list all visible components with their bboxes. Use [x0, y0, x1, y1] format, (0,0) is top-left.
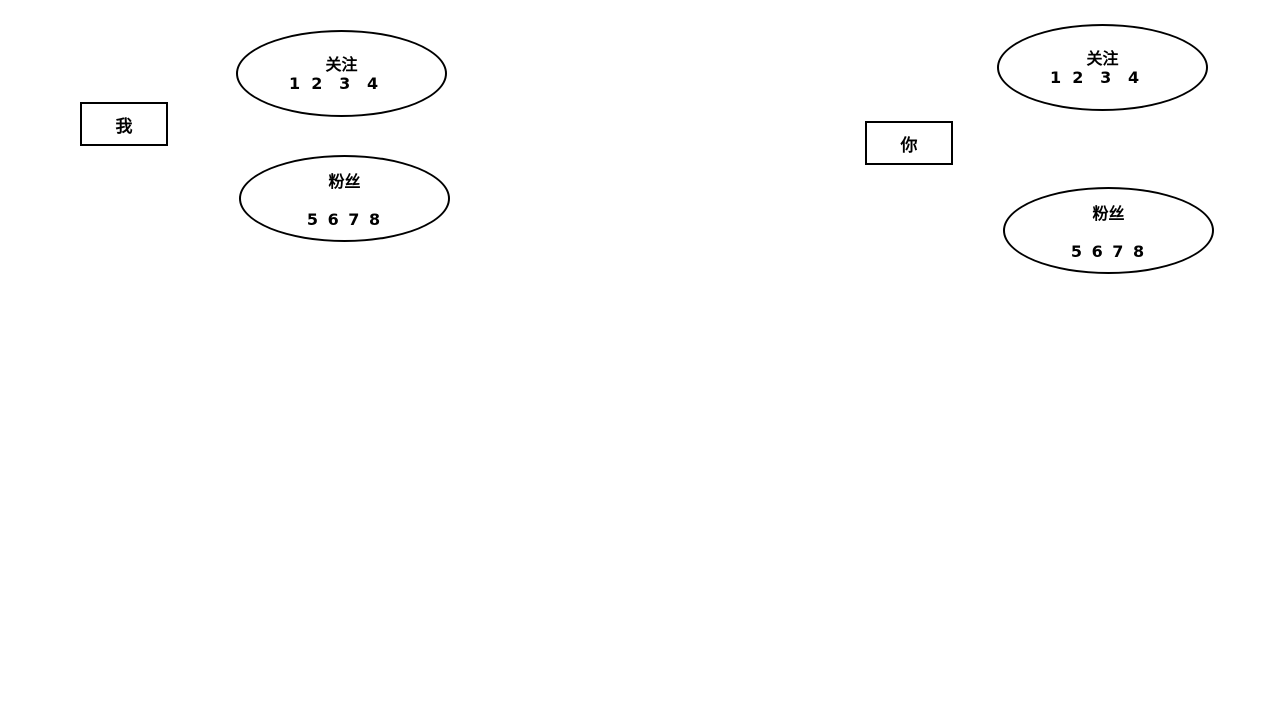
you-fans-numbers: 5 6 7 8 — [1070, 242, 1147, 261]
you-label: 你 — [900, 135, 918, 156]
me-following-ellipse: 关注 1 2 3 4 — [236, 30, 447, 117]
me-node: 我 — [80, 102, 168, 146]
me-following-title: 关注 — [325, 55, 358, 74]
you-following-numbers: 1 2 3 4 — [1050, 68, 1140, 87]
me-following-numbers: 1 2 3 4 — [289, 74, 379, 93]
me-label: 我 — [115, 116, 133, 137]
you-following-ellipse: 关注 1 2 3 4 — [997, 24, 1208, 111]
me-fans-numbers: 5 6 7 8 — [306, 210, 383, 229]
you-node: 你 — [865, 121, 953, 165]
you-following-title: 关注 — [1086, 49, 1119, 68]
me-fans-ellipse: 粉丝 5 6 7 8 — [239, 155, 450, 242]
you-fans-ellipse: 粉丝 5 6 7 8 — [1003, 187, 1214, 274]
you-fans-title: 粉丝 — [1092, 204, 1125, 223]
me-fans-title: 粉丝 — [328, 172, 361, 191]
